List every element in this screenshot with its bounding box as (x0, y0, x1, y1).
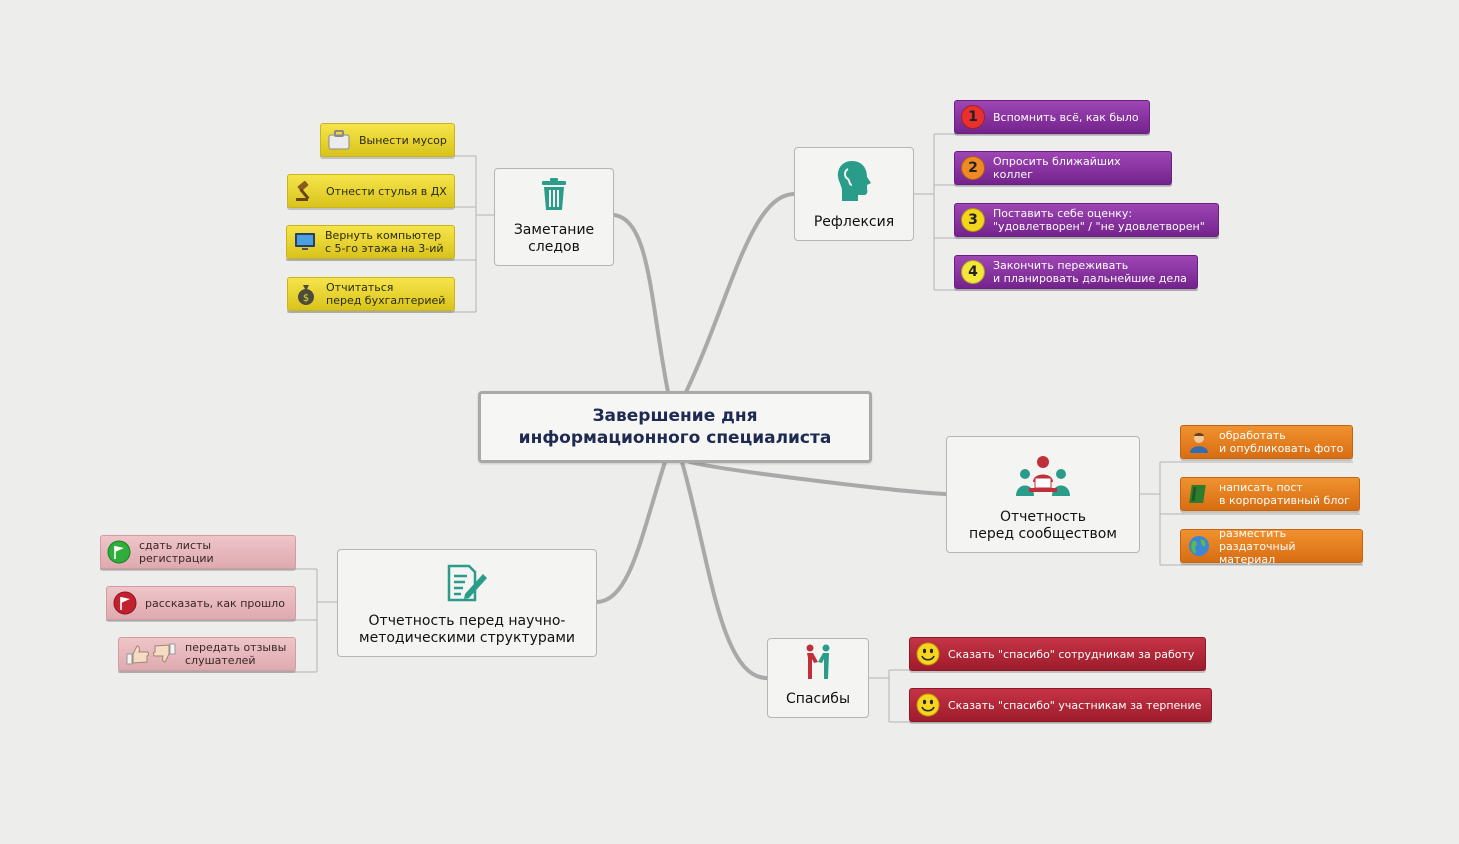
methodical-item-feedback[interactable]: передать отзывы слушателей (118, 637, 296, 671)
reflection-item-label: Вспомнить всё, как было (993, 110, 1139, 124)
methodical-item-label: рассказать, как прошло (145, 596, 285, 610)
suitcase-icon (327, 128, 351, 152)
connector-community (688, 460, 948, 496)
cleanup-item-label: Вынести мусор (359, 133, 447, 147)
edit-document-icon (445, 564, 489, 607)
red-flag-icon (113, 591, 137, 615)
gavel-icon (294, 179, 318, 203)
trash-can-icon (540, 177, 568, 216)
branch-cleanup-label: Заметание следов (513, 222, 595, 255)
branch-thanks[interactable]: Спасибы (767, 638, 869, 718)
thanks-item-label: Сказать "спасибо" участникам за терпение (948, 698, 1202, 712)
cleanup-item-computer[interactable]: Вернуть компьютер с 5-го этажа на 3-ий (286, 225, 455, 259)
branch-cleanup[interactable]: Заметание следов (494, 168, 614, 266)
reflection-item-4[interactable]: 4 Закончить переживать и планировать дал… (954, 255, 1198, 289)
cleanup-item-accounting[interactable]: $ Отчитаться перед бухгалтерией (287, 277, 455, 311)
number-badge: 2 (961, 156, 985, 180)
handshake-icon (804, 644, 832, 685)
globe-icon (1187, 534, 1211, 558)
methodical-item-label: передать отзывы слушателей (185, 641, 287, 667)
branch-reflection[interactable]: Рефлексия (794, 147, 914, 241)
cleanup-item-label: Вернуть компьютер с 5-го этажа на 3-ий (325, 229, 444, 255)
community-item-label: обработать и опубликовать фото (1219, 429, 1344, 455)
meeting-icon (1015, 454, 1071, 503)
thanks-item-label: Сказать "спасибо" сотрудникам за работу (948, 647, 1195, 661)
methodical-item-registration[interactable]: сдать листы регистрации (100, 535, 296, 569)
cleanup-item-label: Отнести стулья в ДХ (326, 184, 447, 198)
reflection-item-2[interactable]: 2 Опросить ближайших коллег (954, 151, 1172, 185)
branch-community-label: Отчетность перед сообществом (969, 509, 1117, 542)
branch-methodical[interactable]: Отчетность перед научно- методическими с… (337, 549, 597, 657)
svg-text:$: $ (303, 293, 309, 304)
green-flag-icon (107, 540, 131, 564)
community-item-label: написать пост в корпоративный блог (1219, 481, 1350, 507)
community-item-photo[interactable]: обработать и опубликовать фото (1180, 425, 1353, 459)
monitor-icon (293, 230, 317, 254)
book-icon (1187, 482, 1211, 506)
money-bag-icon: $ (294, 282, 318, 306)
reflection-item-3[interactable]: 3 Поставить себе оценку: "удовлетворен" … (954, 203, 1219, 237)
branch-methodical-label: Отчетность перед научно- методическими с… (359, 613, 575, 646)
thanks-item-staff[interactable]: Сказать "спасибо" сотрудникам за работу (909, 637, 1206, 671)
reflection-item-label: Закончить переживать и планировать дальн… (993, 259, 1187, 285)
community-item-handout[interactable]: разместить раздаточный материал (1180, 526, 1363, 566)
connector-cleanup (612, 213, 670, 394)
reflection-item-label: Опросить ближайших коллег (993, 155, 1121, 181)
number-badge: 1 (961, 105, 985, 129)
reflection-item-1[interactable]: 1 Вспомнить всё, как было (954, 100, 1150, 134)
branch-community[interactable]: Отчетность перед сообществом (946, 436, 1140, 553)
reflection-item-label: Поставить себе оценку: "удовлетворен" / … (993, 207, 1205, 233)
number-badge: 3 (961, 208, 985, 232)
branch-reflection-label: Рефлексия (813, 214, 895, 230)
methodical-item-report[interactable]: рассказать, как прошло (106, 586, 296, 620)
cleanup-item-trash[interactable]: Вынести мусор (320, 123, 455, 157)
thumbs-up-down-icon (125, 642, 177, 666)
connector-methodical (595, 460, 667, 604)
person-icon (1187, 430, 1211, 454)
central-topic[interactable]: Завершение дня информационного специалис… (478, 391, 872, 463)
community-item-blog[interactable]: написать пост в корпоративный блог (1180, 477, 1360, 511)
smiley-icon (916, 693, 940, 717)
smiley-icon (916, 642, 940, 666)
number-badge: 4 (961, 260, 985, 284)
connector-thanks (680, 460, 769, 680)
central-topic-label: Завершение дня информационного специалис… (518, 406, 832, 448)
methodical-item-label: сдать листы регистрации (139, 539, 214, 565)
thanks-item-participants[interactable]: Сказать "спасибо" участникам за терпение (909, 688, 1212, 722)
branch-thanks-label: Спасибы (786, 691, 850, 707)
cleanup-item-chairs[interactable]: Отнести стулья в ДХ (287, 174, 455, 208)
head-icon (834, 159, 874, 208)
cleanup-item-label: Отчитаться перед бухгалтерией (326, 281, 446, 307)
connector-reflection (684, 192, 796, 394)
community-item-label: разместить раздаточный материал (1219, 526, 1296, 566)
